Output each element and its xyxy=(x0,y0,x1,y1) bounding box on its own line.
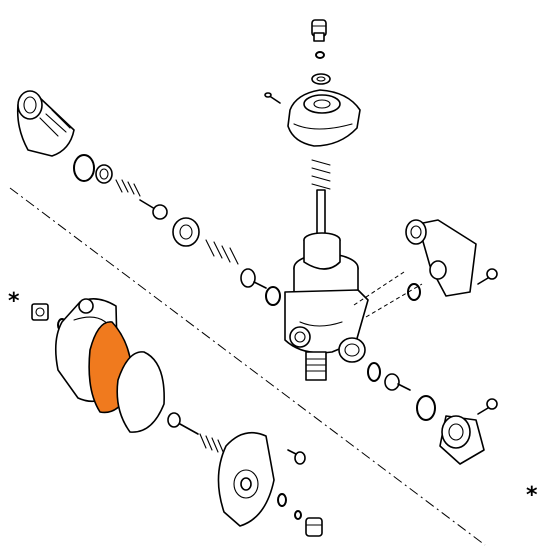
inlet-pin[interactable] xyxy=(240,268,267,289)
top-cap-nut[interactable] xyxy=(311,19,327,42)
separation-axis-line xyxy=(9,187,486,546)
valve-stem[interactable] xyxy=(316,189,326,236)
top-spring-seat[interactable] xyxy=(311,73,331,85)
body-right-port[interactable] xyxy=(338,337,366,363)
left-asterisk-marker: * xyxy=(8,289,20,314)
side-o-ring xyxy=(407,283,421,301)
right-asterisk-marker: * xyxy=(526,483,538,508)
side-elbow-fitting[interactable] xyxy=(405,219,477,297)
lower-cover[interactable] xyxy=(217,431,275,527)
inlet-fitting[interactable] xyxy=(16,90,75,157)
top-small-washer xyxy=(315,51,325,59)
lower-o-ring xyxy=(367,362,381,382)
inlet-bellows[interactable] xyxy=(205,239,239,265)
inlet-spring[interactable] xyxy=(115,179,141,197)
lower-seal-ring xyxy=(416,395,436,421)
side-callout-line-1 xyxy=(353,271,405,306)
diaphragm-plate[interactable] xyxy=(116,351,165,433)
lower-cap-nut[interactable] xyxy=(305,517,323,537)
inlet-seal-ring xyxy=(265,286,281,306)
body-left-port[interactable] xyxy=(289,326,311,348)
lower-outlet-fitting[interactable] xyxy=(439,415,485,465)
side-screw[interactable] xyxy=(477,268,498,285)
top-cover[interactable] xyxy=(287,89,361,147)
inlet-o-ring xyxy=(73,154,95,182)
inlet-poppet[interactable] xyxy=(139,199,168,220)
lower-cover-washer xyxy=(277,493,287,507)
inlet-nut[interactable] xyxy=(95,164,113,184)
diaphragm-pin[interactable] xyxy=(167,412,199,435)
lower-small-washer xyxy=(294,510,302,520)
top-spring[interactable] xyxy=(311,159,331,190)
inlet-valve-seat[interactable] xyxy=(172,217,200,247)
lower-screw[interactable] xyxy=(477,398,498,415)
small-plug-fitting[interactable] xyxy=(31,303,49,321)
lower-connector[interactable] xyxy=(384,373,411,391)
lower-cover-screw[interactable] xyxy=(287,449,306,465)
body-outlet-thread[interactable] xyxy=(305,351,327,381)
lower-spring[interactable] xyxy=(199,433,225,455)
top-cover-screw[interactable] xyxy=(264,92,281,104)
side-callout-line-2 xyxy=(365,283,423,318)
